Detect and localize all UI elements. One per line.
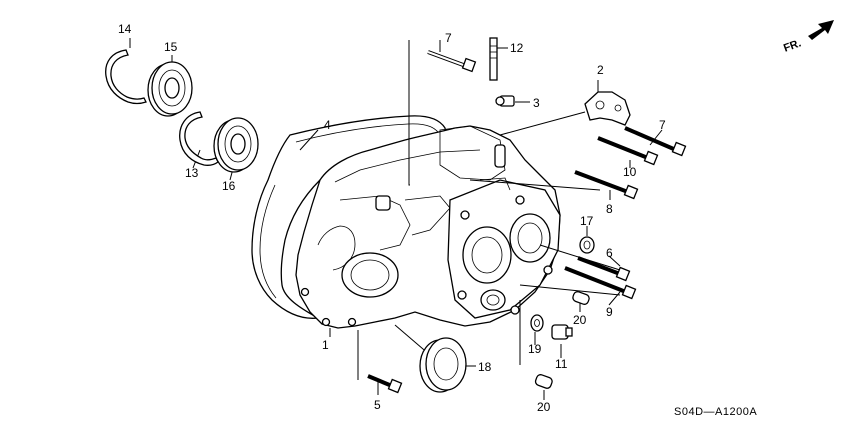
callout-4: 4 bbox=[324, 118, 331, 132]
oil-seal-18 bbox=[419, 337, 467, 393]
bearing-16 bbox=[213, 117, 259, 173]
fitting-3 bbox=[495, 95, 515, 107]
nut-17 bbox=[579, 236, 595, 254]
bearing-15 bbox=[147, 61, 193, 117]
callout-labels: 1 2 3 4 5 6 7 7 8 9 10 11 12 13 14 15 16… bbox=[118, 22, 666, 414]
snap-ring-14 bbox=[105, 49, 147, 105]
dowel-20-right bbox=[572, 291, 590, 305]
callout-7-top: 7 bbox=[445, 31, 452, 45]
callout-11: 11 bbox=[555, 357, 568, 371]
dowel-20-bottom bbox=[534, 374, 553, 389]
diagram-code: S04D—A1200A bbox=[674, 406, 757, 418]
callout-9: 9 bbox=[606, 305, 613, 319]
callout-6: 6 bbox=[606, 246, 613, 260]
callout-7-right: 7 bbox=[659, 118, 666, 132]
bolt-5 bbox=[367, 374, 403, 394]
callout-14: 14 bbox=[118, 22, 132, 36]
callout-15: 15 bbox=[164, 40, 178, 54]
callout-20-right: 20 bbox=[573, 313, 587, 327]
transmission-housing bbox=[295, 125, 561, 329]
callout-12: 12 bbox=[510, 41, 524, 55]
callout-8: 8 bbox=[606, 202, 613, 216]
plug-11 bbox=[551, 324, 573, 340]
callout-13: 13 bbox=[185, 166, 199, 180]
callout-10: 10 bbox=[623, 165, 637, 179]
callout-20-bottom: 20 bbox=[537, 400, 551, 414]
front-direction-label: FR. bbox=[782, 37, 803, 54]
bolt-7-right bbox=[624, 126, 687, 157]
callout-1: 1 bbox=[322, 338, 329, 352]
callout-5: 5 bbox=[374, 398, 381, 412]
callout-2: 2 bbox=[597, 63, 604, 77]
callout-3: 3 bbox=[533, 96, 540, 110]
callout-16: 16 bbox=[222, 179, 236, 193]
bolt-10 bbox=[597, 136, 659, 166]
callout-17: 17 bbox=[580, 214, 594, 228]
bolt-8 bbox=[574, 170, 639, 200]
front-direction-arrow bbox=[808, 20, 834, 40]
washer-19 bbox=[530, 314, 544, 332]
bracket-2 bbox=[584, 91, 631, 126]
bolt-6 bbox=[577, 256, 631, 282]
snap-ring-13 bbox=[179, 111, 219, 167]
bolt-9 bbox=[564, 266, 637, 300]
callout-18: 18 bbox=[478, 360, 492, 374]
callout-19: 19 bbox=[528, 342, 542, 356]
gasket bbox=[251, 115, 449, 319]
stud-12 bbox=[489, 37, 498, 81]
bolt-7-top bbox=[427, 50, 477, 73]
